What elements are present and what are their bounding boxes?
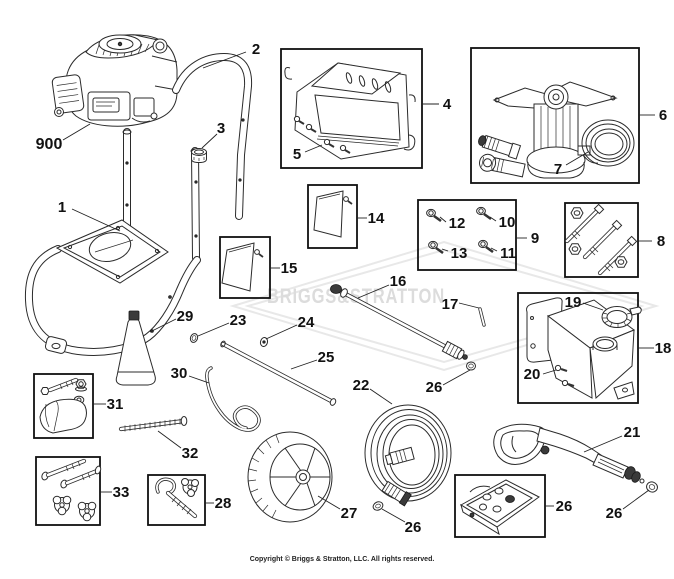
leader-lines [62,51,655,523]
callout-4: 4 [443,96,452,113]
callout-labels: 900 1 2 3 4 5 6 7 8 9 10 11 12 13 14 15 … [36,41,672,536]
callout-16: 16 [390,273,407,290]
callout-20: 20 [524,366,541,383]
pin-drawing [478,307,486,327]
callout-17: 17 [442,296,459,313]
box-control-panel [280,48,423,169]
pump-tube-drawing [581,119,635,167]
bolt-kit-drawing [564,203,638,276]
callout-8: 8 [657,233,665,250]
callout-29: 29 [177,308,194,325]
handle-cap-drawing [191,148,207,164]
callout-26-nozzles: 26 [556,498,573,515]
callout-26-gun: 26 [606,505,623,522]
callout-2: 2 [252,41,260,58]
grommet-24-drawing [259,337,269,347]
callout-11: 11 [500,245,516,262]
wand-o-ring-drawing [466,361,476,371]
callout-10: 10 [499,214,516,231]
threaded-rod-drawing [118,416,188,432]
callout-27: 27 [341,505,358,522]
spray-gun-drawing [493,423,645,484]
callout-1: 1 [58,199,66,216]
callout-33: 33 [113,484,130,501]
nozzle-holder-cone-drawing [115,310,156,386]
frame-drawing [24,219,201,356]
screw-kit-drawing [426,206,494,255]
box-panel-14 [307,184,358,249]
panel-screws-drawing [293,115,351,154]
callout-19: 19 [565,294,582,311]
briggs-stratton-watermark: BRIGGS&STRATTON [229,240,660,372]
box-foot-kit [33,373,94,439]
tank-screws-drawing [554,364,575,388]
o-ring-23-drawing [189,333,199,343]
knob-bolt-kit-drawing [41,458,102,522]
callout-6: 6 [659,107,667,124]
callout-23: 23 [230,312,247,329]
callout-26-hose: 26 [405,519,422,536]
side-panel-14-drawing [313,190,353,238]
engine-drawing [51,34,178,127]
box-panel-15 [219,236,271,299]
wire-clip-drawing [205,366,261,432]
callout-900: 900 [36,136,63,153]
watermark-text: BRIGGS&STRATTON [267,285,445,308]
callout-3: 3 [217,120,225,137]
callout-24: 24 [298,314,315,331]
hose-drawing [364,404,452,507]
callout-28: 28 [215,495,232,512]
callout-5: 5 [293,146,301,163]
callout-14: 14 [368,210,385,227]
callout-18: 18 [655,340,672,357]
callout-21: 21 [624,424,641,441]
control-panel-drawing [284,62,416,160]
callout-32: 32 [182,445,199,462]
box-hook-kit [147,474,206,526]
box-bolt-kit [564,202,639,278]
handle-drawing [122,52,253,262]
callout-12: 12 [449,215,466,232]
nozzle-kit-drawing [460,479,540,536]
callout-9: 9 [531,230,539,247]
wheel-drawing [247,431,333,523]
spray-wand-drawing [330,284,468,360]
foot-kit-drawing [39,377,87,434]
hook-kit-drawing [155,477,199,519]
hose-o-ring-drawing [372,501,384,511]
axle-rod-drawing [220,340,337,406]
pump-drawing [478,81,635,179]
callout-7: 7 [554,161,562,178]
fuel-tank-drawing [526,297,642,400]
callout-31: 31 [107,396,124,413]
side-panel-15-drawing [221,242,264,292]
callout-15: 15 [281,260,298,277]
box-screw-kit [417,199,517,271]
copyright-line: Copyright © Briggs & Stratton, LLC. All … [250,555,435,563]
callout-30: 30 [171,365,188,382]
box-knob-kit [35,456,101,526]
fuel-cap-drawing [601,306,642,328]
gun-o-ring-drawing [646,481,658,493]
box-pump-kit [470,47,640,184]
callout-25: 25 [318,349,335,366]
callout-26-wand: 26 [426,379,443,396]
callout-22: 22 [353,377,370,394]
callout-13: 13 [451,245,468,262]
